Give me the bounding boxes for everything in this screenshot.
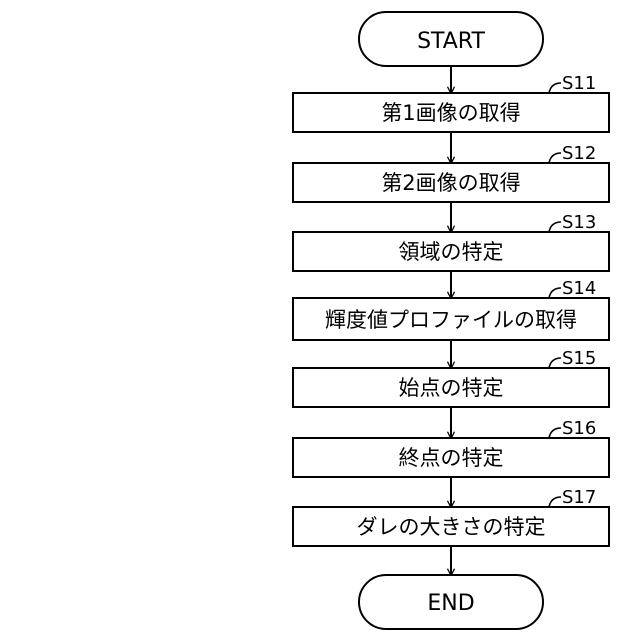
step-id-leader	[549, 153, 561, 163]
step-label: 領域の特定	[399, 240, 504, 264]
step-id: S16	[562, 418, 596, 439]
step-id-leader	[549, 288, 561, 298]
start-terminal: START	[359, 12, 543, 66]
step-id: S17	[562, 487, 596, 508]
step-label: 終点の特定	[399, 446, 504, 470]
step-id-leader	[549, 497, 561, 507]
start-label: START	[417, 29, 485, 54]
step-id: S14	[562, 278, 596, 299]
step-id-leader	[549, 358, 561, 368]
step-label: 輝度値プロファイルの取得	[325, 308, 577, 332]
step-id-leader	[549, 428, 561, 438]
step-id: S15	[562, 348, 596, 369]
end-terminal: END	[359, 575, 543, 629]
step-id: S11	[562, 73, 596, 94]
step-id: S13	[562, 212, 596, 233]
step-label: 第1画像の取得	[381, 101, 520, 125]
step-id-leader	[549, 222, 561, 232]
step-label: ダレの大きさの特定	[357, 515, 546, 539]
step-label: 始点の特定	[399, 376, 504, 400]
end-label: END	[427, 591, 474, 616]
step-id-leader	[549, 83, 561, 93]
step-label: 第2画像の取得	[381, 171, 520, 195]
step-id: S12	[562, 143, 596, 164]
